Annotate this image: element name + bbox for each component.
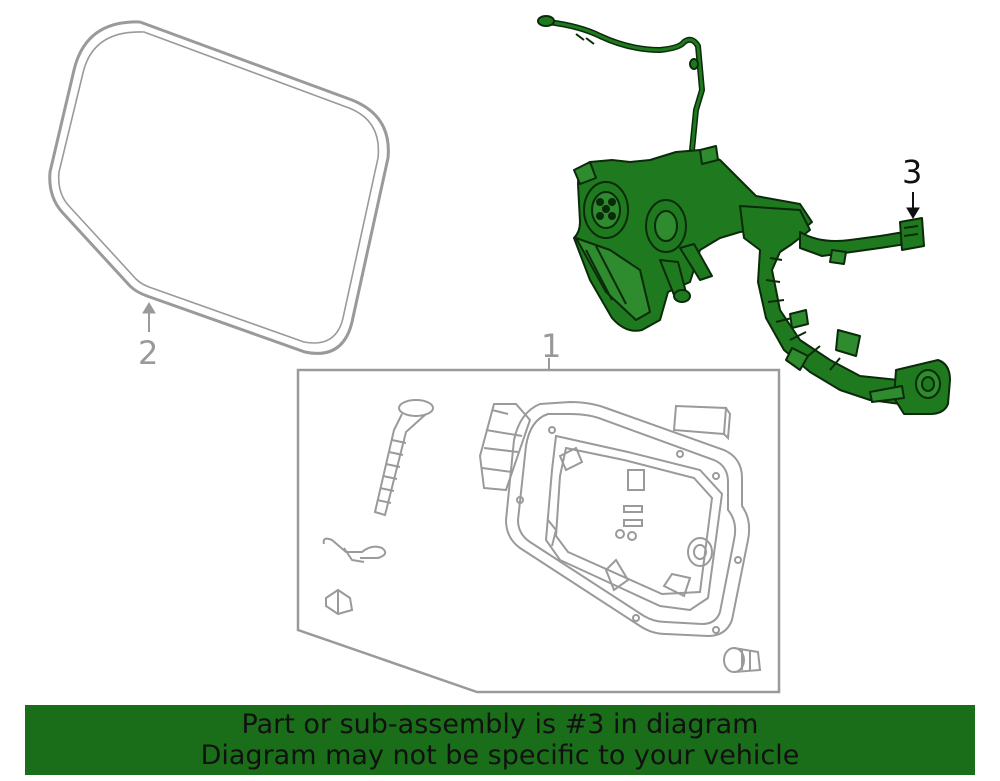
callout-2-arrow [142,302,156,332]
notice-line-1: Part or sub-assembly is #3 in diagram [241,709,759,740]
notice-line-2: Diagram may not be specific to your vehi… [200,740,800,771]
callout-3-arrow [906,192,920,219]
callout-part-1: 1 [541,327,562,365]
part-3-charging-harness [537,15,951,415]
part-1-housing-components [322,399,762,673]
notice-banner: Part or sub-assembly is #3 in diagram Di… [25,705,975,775]
part-1-housing-box [296,358,781,694]
callout-part-2: 2 [138,334,159,372]
part-2-gasket [48,20,390,355]
callout-part-3: 3 [902,153,923,191]
